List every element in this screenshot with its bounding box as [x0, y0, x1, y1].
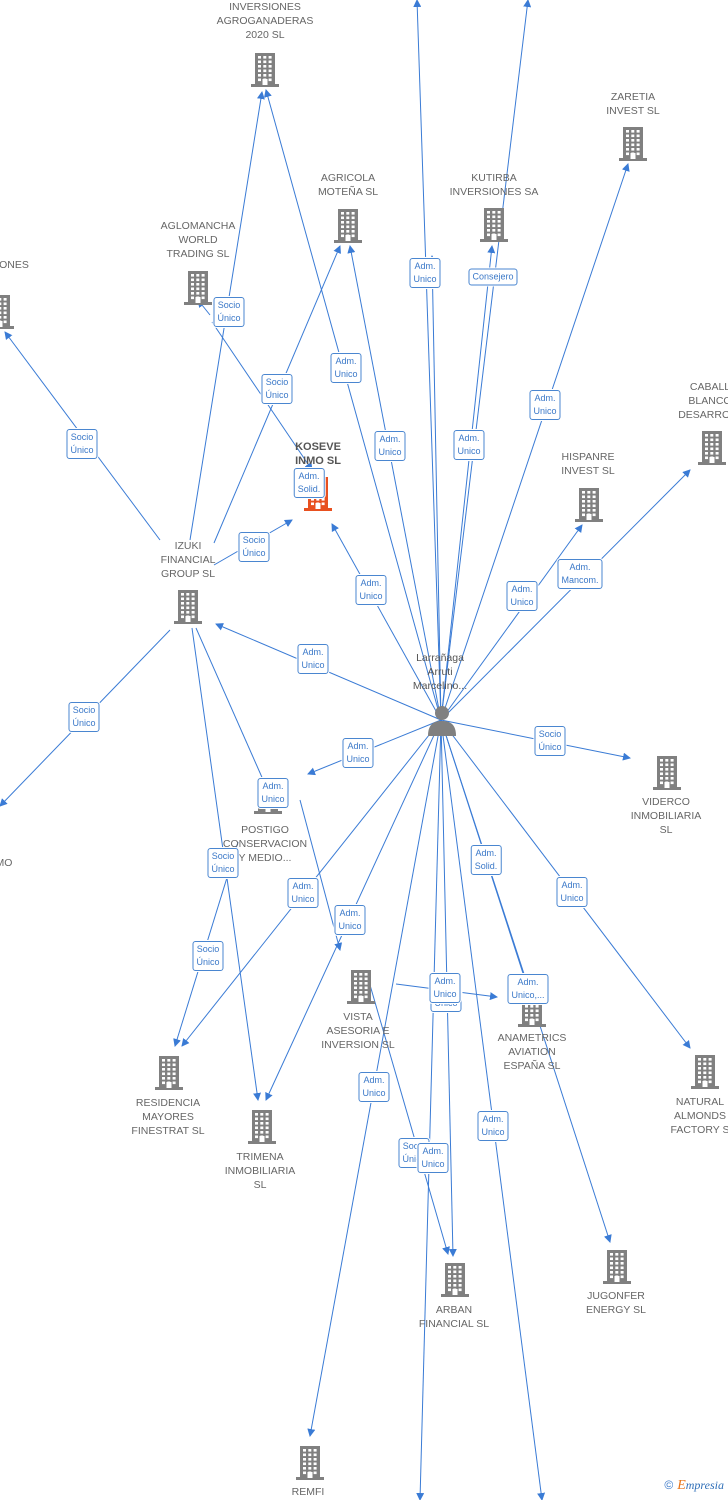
company-label-inversiones-agroganaderas[interactable]: INVERSIONES AGROGANADERAS 2020 SL	[216, 1, 314, 41]
relation-badge[interactable]: Adm. Solid.	[293, 468, 325, 498]
relation-edge	[369, 984, 450, 1255]
relation-badge[interactable]: Adm. Unico	[506, 581, 538, 611]
building-icon[interactable]	[574, 488, 604, 522]
relation-badge[interactable]: Adm. Mancom.	[557, 559, 603, 589]
building-icon[interactable]	[183, 271, 213, 305]
company-label-kutirba[interactable]: KUTIRBA INVERSIONES SA	[449, 172, 539, 198]
building-icon[interactable]	[346, 970, 376, 1004]
relation-badge[interactable]: Adm. Unico	[429, 973, 461, 1003]
building-icon[interactable]	[250, 53, 280, 87]
company-label-aglomancha[interactable]: AGLOMANCHA WORLD TRADING SL	[160, 220, 236, 260]
center-person-label[interactable]: Larrañaga Arruti Marcelino...	[412, 652, 468, 692]
company-label-vista-asesoria[interactable]: VISTA ASESORIA E INVERSION SL	[321, 1011, 395, 1051]
building-icon[interactable]	[602, 1250, 632, 1284]
company-label-zaretia[interactable]: ZARETIA INVEST SL	[606, 91, 660, 117]
company-label-natural-almonds[interactable]: NATURAL ALMONDS FACTORY S	[670, 1096, 728, 1136]
relation-badge[interactable]: Adm. Unico	[453, 430, 485, 460]
building-icon[interactable]	[652, 756, 682, 790]
relation-edge	[416, 719, 442, 1500]
building-icon[interactable]	[690, 1055, 720, 1089]
relation-edge	[440, 163, 630, 721]
relation-badge[interactable]: Adm. Unico	[287, 878, 319, 908]
building-icon[interactable]	[697, 431, 727, 465]
brand-initial: E	[677, 1478, 686, 1493]
relation-edge	[264, 89, 442, 721]
relation-edge	[299, 799, 343, 951]
relation-edge	[413, 0, 442, 721]
relation-badge[interactable]: Adm. Unico	[529, 390, 561, 420]
relation-badge[interactable]: Adm. Unico	[297, 644, 329, 674]
company-label-viderco[interactable]: VIDERCO INMOBILIARIA SL	[630, 796, 702, 836]
building-icon[interactable]	[247, 1110, 277, 1144]
relation-badge[interactable]: Adm. Unico,...	[507, 974, 549, 1004]
company-label-koseve[interactable]: KOSEVE INMO SL	[295, 441, 341, 467]
relation-badge[interactable]: Adm. Unico	[342, 738, 374, 768]
copyright-brand[interactable]: ©Empresia	[664, 1478, 724, 1494]
relation-edge	[195, 627, 273, 801]
relation-badge[interactable]: Socio Único	[261, 374, 293, 404]
company-label-left-cut-mid[interactable]: MO	[0, 857, 13, 869]
relation-edge	[428, 255, 442, 721]
relation-edge	[440, 0, 532, 721]
company-label-caballo-blanco[interactable]: CABALL BLANCO DESARROLL	[678, 381, 728, 421]
relation-edge	[440, 524, 583, 721]
building-icon[interactable]	[173, 590, 203, 624]
relation-badge[interactable]: Adm. Unico	[334, 905, 366, 935]
building-icon[interactable]	[479, 208, 509, 242]
relation-badge[interactable]: Socio Único	[66, 429, 98, 459]
company-label-left-cut-top[interactable]: ONES	[0, 259, 29, 271]
relation-badge[interactable]: Adm. Unico	[477, 1111, 509, 1141]
relation-badge[interactable]: Consejero	[468, 268, 518, 286]
brand-name: mpresia	[685, 1478, 724, 1492]
company-label-postigo[interactable]: POSTIGO CONSERVACION Y MEDIO...	[222, 824, 308, 864]
relation-edge	[440, 719, 546, 1500]
relation-badge[interactable]: Socio Único	[68, 702, 100, 732]
relation-badge[interactable]: Socio Único	[238, 532, 270, 562]
relation-edge	[440, 469, 691, 721]
relation-badge[interactable]: Socio Único	[207, 848, 239, 878]
building-icon[interactable]	[295, 1446, 325, 1480]
relation-badge[interactable]: Adm. Unico	[330, 353, 362, 383]
relation-edge	[347, 245, 442, 721]
relation-badge[interactable]: Adm. Unico	[409, 258, 441, 288]
company-label-trimena[interactable]: TRIMENA INMOBILIARIA SL	[224, 1151, 296, 1191]
company-label-agricola-motena[interactable]: AGRICOLA MOTEÑA SL	[317, 172, 379, 198]
company-label-anametrics[interactable]: ANAMETRICS AVIATION ESPAÑA SL	[497, 1032, 567, 1072]
person-icon[interactable]	[426, 704, 458, 736]
relation-badge[interactable]: Adm. Unico	[374, 431, 406, 461]
company-label-arban[interactable]: ARBAN FINANCIAL SL	[418, 1304, 490, 1330]
relation-badge[interactable]: Adm. Unico	[358, 1072, 390, 1102]
building-icon[interactable]	[333, 209, 363, 243]
company-label-izuki[interactable]: IZUKI FINANCIAL GROUP SL	[160, 540, 216, 580]
relation-badge[interactable]: Socio Único	[534, 726, 566, 756]
relation-badge[interactable]: Adm. Unico	[556, 877, 588, 907]
building-icon[interactable]	[0, 295, 15, 329]
relation-badge[interactable]: Adm. Solid.	[470, 845, 502, 875]
company-label-hispanre[interactable]: HISPANRE INVEST SL	[561, 451, 615, 477]
relation-edge	[331, 523, 442, 721]
relation-badge[interactable]: Socio Único	[213, 297, 245, 327]
relation-badge[interactable]: Adm. Unico	[417, 1143, 449, 1173]
relation-edge	[440, 245, 496, 721]
relation-badge[interactable]: Socio Único	[192, 941, 224, 971]
relation-edge	[307, 719, 442, 776]
building-icon[interactable]	[154, 1056, 184, 1090]
relation-badge[interactable]: Adm. Unico	[257, 778, 289, 808]
building-icon[interactable]	[440, 1263, 470, 1297]
copyright-symbol: ©	[664, 1478, 674, 1492]
company-label-residencia-mayores[interactable]: RESIDENCIA MAYORES FINESTRAT SL	[131, 1097, 205, 1137]
company-label-remfi[interactable]: REMFI	[291, 1486, 325, 1498]
building-icon[interactable]	[618, 127, 648, 161]
relation-badge[interactable]: Adm. Unico	[355, 575, 387, 605]
relation-edge	[215, 623, 442, 721]
company-label-jugonfer[interactable]: JUGONFER ENERGY SL	[586, 1290, 646, 1316]
